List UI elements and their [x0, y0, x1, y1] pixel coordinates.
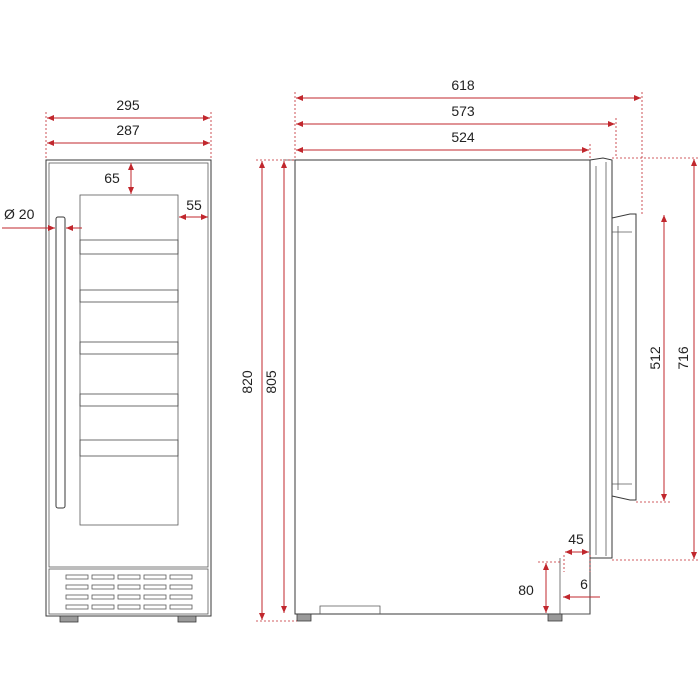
dim-label-524: 524	[451, 129, 475, 145]
dim-label-65: 65	[104, 170, 120, 186]
dim-label-6: 6	[580, 576, 588, 592]
front-foot-left	[59, 615, 79, 623]
dim-label-45: 45	[568, 531, 584, 547]
grille-slot	[143, 604, 167, 610]
dim-label-295: 295	[116, 97, 140, 113]
side-body-outline	[294, 159, 591, 615]
side-dimensions: 618 573 524 820 805 512 716 45 80	[239, 77, 700, 622]
grille-slot	[91, 594, 115, 600]
side-foot-rear	[296, 613, 312, 622]
dim-label-handle-diameter: Ø 20	[4, 206, 35, 222]
dim-label-716: 716	[675, 346, 691, 370]
front-plinth	[48, 568, 209, 615]
grille-slot	[169, 594, 193, 600]
front-glass-window	[79, 194, 179, 526]
grille-slot	[65, 584, 89, 590]
grille-slot	[91, 584, 115, 590]
front-view	[45, 159, 212, 623]
shelf	[79, 439, 179, 457]
grille-slot	[117, 594, 141, 600]
grille-slot	[117, 584, 141, 590]
grille-slot	[65, 594, 89, 600]
front-handle	[55, 216, 66, 509]
front-shelves	[79, 239, 179, 457]
dim-label-820: 820	[239, 370, 255, 394]
front-door-frame	[48, 162, 209, 568]
grille-slot	[91, 574, 115, 580]
grille-slot	[143, 594, 167, 600]
shelf	[79, 239, 179, 255]
shelf	[79, 289, 179, 303]
grille-slot	[117, 604, 141, 610]
side-handle	[611, 213, 637, 501]
dim-label-512: 512	[647, 346, 663, 370]
side-view	[283, 157, 637, 622]
ventilation-grille	[65, 574, 193, 610]
dim-label-287: 287	[116, 122, 140, 138]
side-door	[589, 157, 613, 559]
shelf	[79, 393, 179, 407]
front-cabinet-outline	[45, 159, 212, 617]
front-foot-right	[177, 615, 197, 623]
front-dimensions: 295 287 65 Ø 20 55	[2, 97, 212, 231]
grille-slot	[169, 574, 193, 580]
grille-slot	[117, 574, 141, 580]
dim-label-573: 573	[451, 103, 475, 119]
grille-slot	[143, 584, 167, 590]
shelf	[79, 341, 179, 355]
dim-label-55: 55	[186, 197, 202, 213]
dim-label-618: 618	[451, 77, 475, 93]
grille-slot	[65, 574, 89, 580]
grille-slot	[143, 574, 167, 580]
side-foot-front	[547, 613, 563, 622]
grille-slot	[169, 584, 193, 590]
grille-slot	[65, 604, 89, 610]
grille-slot	[169, 604, 193, 610]
grille-slot	[91, 604, 115, 610]
dim-label-80: 80	[518, 582, 534, 598]
dim-label-805: 805	[263, 370, 279, 394]
